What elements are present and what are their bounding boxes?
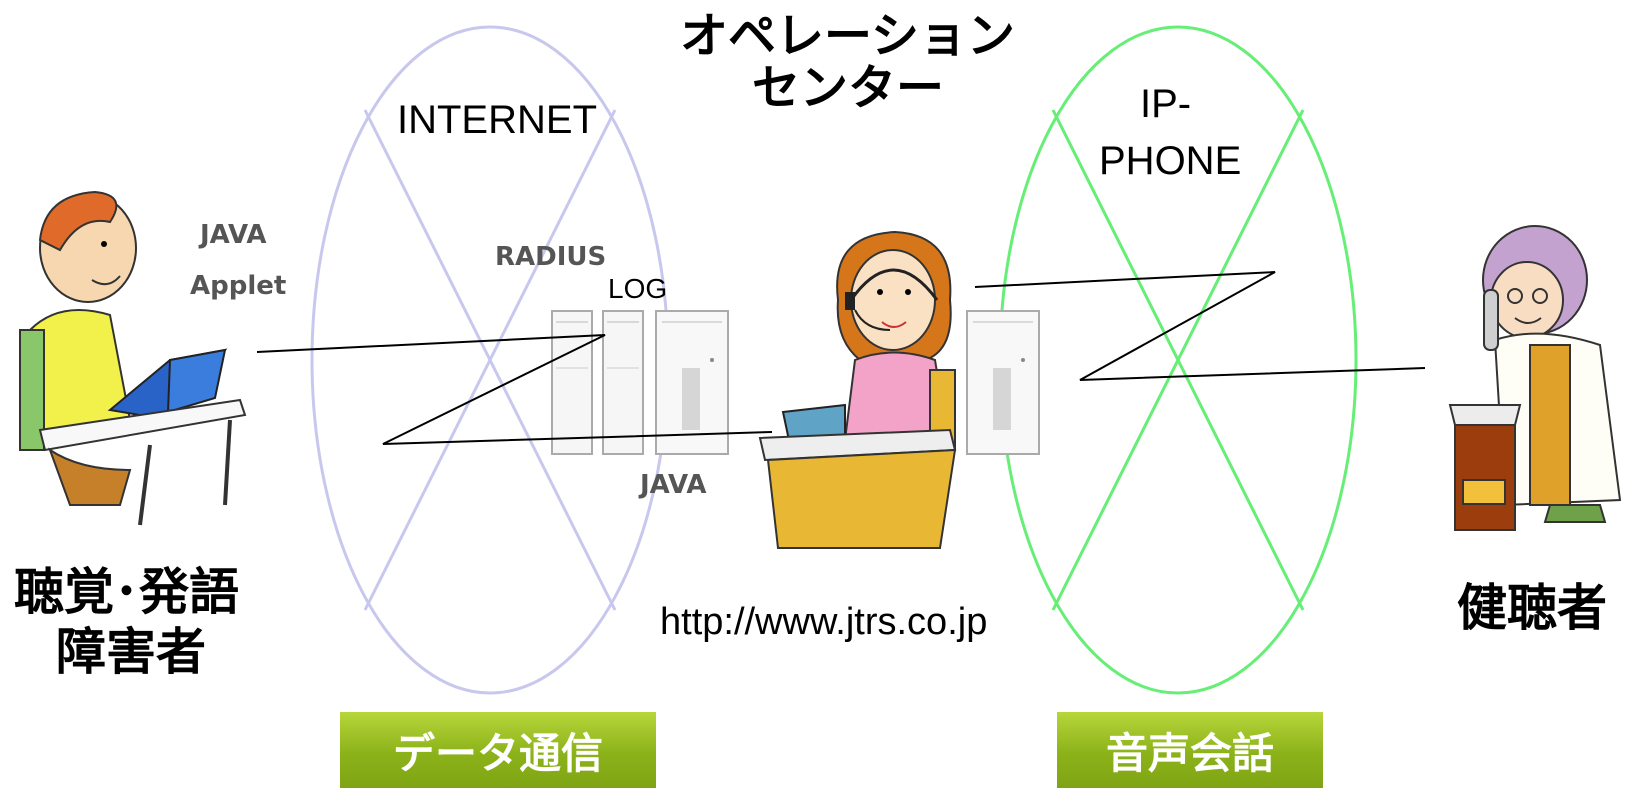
ipphone-ring bbox=[998, 25, 1358, 695]
right-user-label: 健聴者 bbox=[1457, 579, 1607, 637]
ipphone-label-line2: PHONE bbox=[1099, 139, 1242, 183]
internet-label: INTERNET bbox=[397, 98, 597, 142]
page-title-line1: オペレーション bbox=[680, 8, 1016, 64]
left-user-label-line1: 聴覚･発語 bbox=[14, 563, 239, 621]
data-communication-button[interactable]: データ通信 bbox=[340, 712, 656, 788]
page-title-line2: センター bbox=[752, 60, 945, 116]
operator-with-headset-icon bbox=[758, 230, 957, 549]
radius-label: RADIUS bbox=[495, 242, 607, 272]
server-tower-icon bbox=[602, 310, 644, 455]
java-applet-label-line1: JAVA bbox=[200, 220, 267, 250]
elderly-woman-on-phone-icon bbox=[1448, 225, 1622, 531]
voice-call-button[interactable]: 音声会話 bbox=[1057, 712, 1323, 788]
log-label: LOG bbox=[608, 273, 668, 304]
deaf-user-at-laptop-icon bbox=[19, 190, 247, 526]
ipphone-label-line1: IP- bbox=[1140, 82, 1192, 126]
java-label: JAVA bbox=[640, 470, 707, 500]
voice-lightning-bolt bbox=[974, 271, 1426, 381]
server-tower-icon bbox=[551, 310, 593, 455]
url-label: http://www.jtrs.co.jp bbox=[660, 601, 988, 643]
server-tower-icon bbox=[966, 310, 1040, 455]
data-lightning-bolt bbox=[256, 334, 773, 445]
left-user-label-line2: 障害者 bbox=[56, 623, 206, 681]
server-tower-icon bbox=[655, 310, 729, 455]
java-applet-label-line2: Applet bbox=[190, 271, 287, 301]
